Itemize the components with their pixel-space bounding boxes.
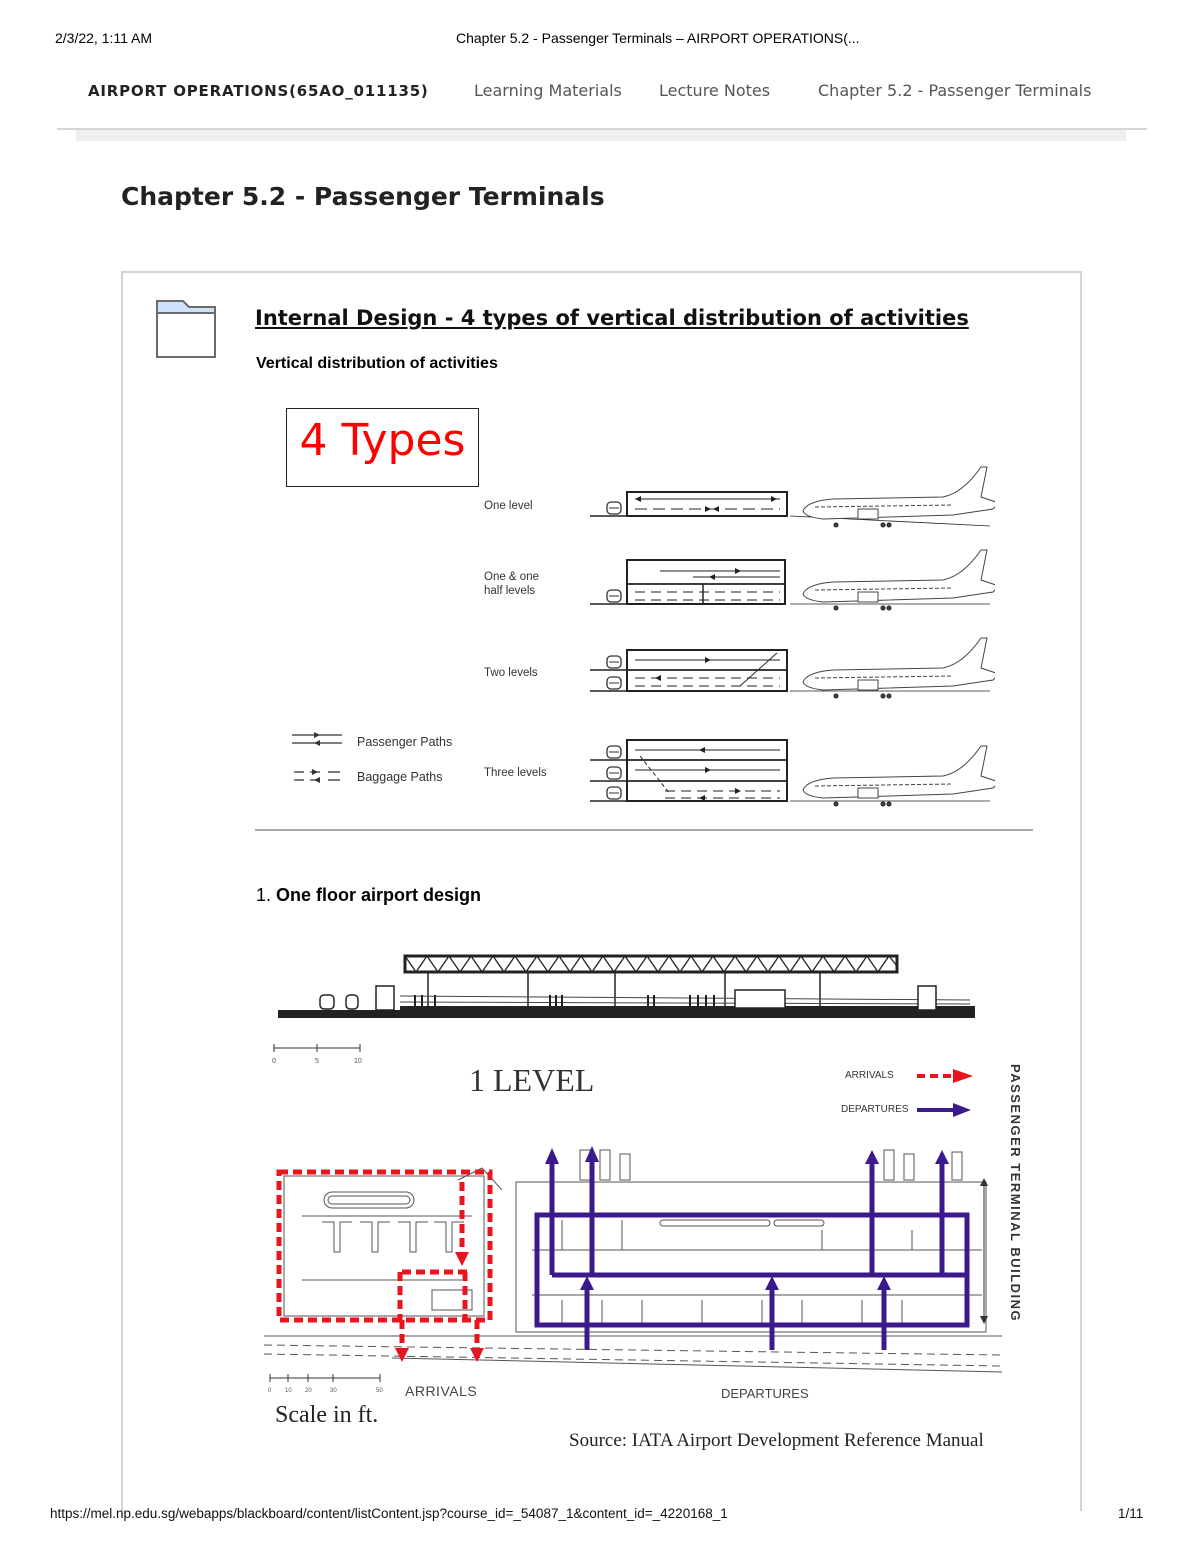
level-label-one-and-half: One & one half levels [484,571,539,597]
vertical-distribution-diagram [590,466,995,807]
plan-departures-label: DEPARTURES [721,1386,809,1401]
level-label-three: Three levels [484,767,547,779]
scale-in-ft-label: Scale in ft. [275,1402,379,1428]
print-datetime: 2/3/22, 1:11 AM [55,30,153,46]
print-header: 2/3/22, 1:11 AM Chapter 5.2 - Passenger … [0,30,1200,50]
departures-arrow-icon [917,1103,971,1117]
svg-text:0: 0 [272,1058,276,1065]
legend-passenger-paths: Passenger Paths [357,735,453,749]
legend-departures-label: DEPARTURES [841,1104,909,1115]
svg-text:10: 10 [285,1388,292,1394]
svg-text:10: 10 [354,1058,362,1065]
figure-title-1-level: 1 LEVEL [469,1062,595,1098]
print-page-number: 1/11 [1118,1506,1144,1521]
one-level-floor-plan [263,1146,1002,1373]
legend-baggage-paths: Baggage Paths [357,770,443,784]
four-types-callout: 4 Types [286,408,479,487]
level-label-two: Two levels [484,667,538,679]
svg-text:50: 50 [376,1388,383,1394]
breadcrumb-course[interactable]: AIRPORT OPERATIONS(65AO_011135) [88,82,429,100]
content-item-subtitle: Vertical distribution of activities [256,355,498,372]
header-divider [57,128,1147,130]
level-label-one: One level [484,500,533,512]
folder-icon [156,300,216,358]
print-page-title: Chapter 5.2 - Passenger Terminals – AIRP… [456,30,860,46]
section-scale-bar: 0 5 10 [272,1044,362,1065]
breadcrumb-current-page: Chapter 5.2 - Passenger Terminals [818,81,1092,100]
path-legend-icons [292,732,342,783]
plan-scale-bar: 0 10 20 30 50 [268,1374,383,1394]
breadcrumb-learning-materials[interactable]: Learning Materials [474,81,622,100]
section-divider [255,829,1033,831]
svg-text:5: 5 [315,1058,319,1065]
passenger-terminal-building-label: PASSENGER TERMINAL BUILDING [1008,1064,1023,1323]
content-item-title[interactable]: Internal Design - 4 types of vertical di… [255,306,969,330]
arrivals-arrow-icon [917,1069,973,1083]
content-item [121,271,1082,1511]
header-band [76,130,1126,141]
breadcrumb: AIRPORT OPERATIONS(65AO_011135) Learning… [88,80,1138,104]
svg-text:30: 30 [330,1388,337,1394]
plan-arrivals-label: ARRIVALS [405,1383,478,1399]
page-title: Chapter 5.2 - Passenger Terminals [121,182,605,211]
breadcrumb-lecture-notes[interactable]: Lecture Notes [659,81,771,100]
terminal-section-elevation [278,954,975,1018]
print-footer-url: https://mel.np.edu.sg/webapps/blackboard… [50,1506,728,1521]
four-types-text: 4 Types [299,415,466,466]
section-heading: 1. One floor airport design [256,885,482,905]
svg-text:0: 0 [268,1388,272,1394]
legend-arrivals-label: ARRIVALS [845,1070,894,1081]
figure-source: Source: IATA Airport Development Referen… [569,1430,984,1451]
svg-text:20: 20 [305,1388,312,1394]
